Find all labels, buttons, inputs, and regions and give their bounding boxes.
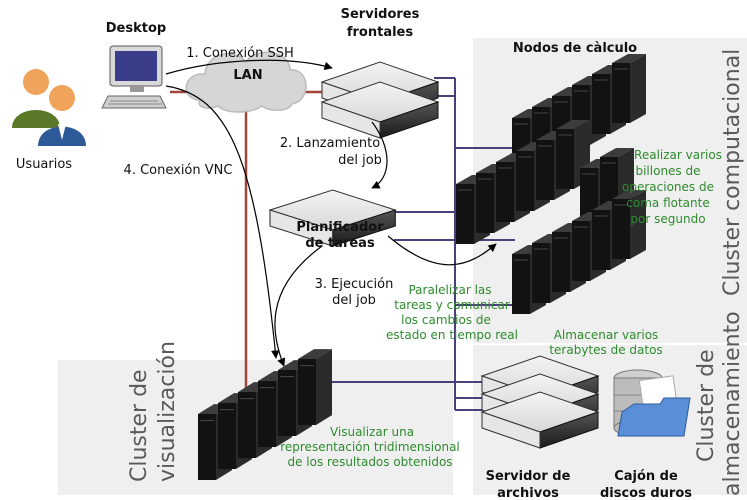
launch-edge-label-2: del job <box>338 153 382 168</box>
svg-text:operaciones de: operaciones de <box>622 180 714 194</box>
svg-text:estado en tiempo real: estado en tiempo real <box>386 328 518 342</box>
launch-edge-label-1: 2. Lanzamiento <box>280 136 380 151</box>
compute-nodes-label: Nodos de càlculo <box>513 41 637 56</box>
svg-text:por segundo: por segundo <box>630 212 705 226</box>
desktop-label: Desktop <box>106 21 166 36</box>
compute-cluster-title: Cluster computacional <box>720 49 745 296</box>
lan-cloud <box>185 51 307 113</box>
svg-text:los cambios de: los cambios de <box>401 313 491 327</box>
note-visualize: Visualizar una representación tridimensi… <box>280 425 460 469</box>
users-label: Usuarios <box>16 157 72 172</box>
svg-text:terabytes de datos: terabytes de datos <box>549 343 662 357</box>
svg-text:representación tridimensional: representación tridimensional <box>280 440 460 454</box>
disk-array-icon <box>613 369 691 437</box>
scheduler-label-1: Planificador <box>296 220 384 235</box>
visual-cluster-title-1: Cluster de <box>127 369 152 482</box>
disk-array-label-1: Cajón de <box>614 469 678 484</box>
svg-text:de los resultados obtenidos: de los resultados obtenidos <box>287 455 452 469</box>
svg-text:Realizar varios: Realizar varios <box>634 148 722 162</box>
disk-array-label-2: discos duros <box>600 486 692 500</box>
front-servers-label-1: Servidores <box>341 7 420 22</box>
front-servers-icon <box>321 61 439 139</box>
exec-edge-label-2: del job <box>332 293 376 308</box>
vnc-edge-label: 4. Conexión VNC <box>124 163 233 178</box>
ssh-edge-label: 1. Conexión SSH <box>186 46 294 61</box>
svg-text:billones de: billones de <box>635 164 700 178</box>
lan-label: LAN <box>233 68 262 83</box>
file-server-label-2: archivos <box>497 486 559 500</box>
desktop-computer-icon <box>101 45 167 109</box>
front-servers-label-2: frontales <box>347 25 414 40</box>
svg-text:Paralelizar las: Paralelizar las <box>408 283 491 297</box>
file-server-icon <box>481 355 599 449</box>
note-parallel: Paralelizar las tareas y comunicar los c… <box>386 283 518 342</box>
visual-cluster-title-2: visualización <box>155 341 180 482</box>
svg-text:Visualizar una: Visualizar una <box>330 425 414 439</box>
svg-text:coma flotante: coma flotante <box>626 196 709 210</box>
note-terabytes: Almacenar varios terabytes de datos <box>549 328 662 357</box>
svg-text:Almacenar varios: Almacenar varios <box>554 328 659 342</box>
storage-cluster-title-2: almacenamiento <box>720 311 745 496</box>
exec-edge-label-1: 3. Ejecución <box>315 277 394 292</box>
note-billions: Realizar varios billones de operaciones … <box>622 148 722 226</box>
file-server-label-1: Servidor de <box>486 469 571 484</box>
flow-arrows <box>165 59 497 367</box>
users-icon <box>12 69 86 146</box>
storage-cluster-title-1: Cluster de <box>694 349 719 462</box>
svg-text:tareas y comunicar: tareas y comunicar <box>394 298 510 312</box>
scheduler-label-2: de tareas <box>305 236 375 251</box>
